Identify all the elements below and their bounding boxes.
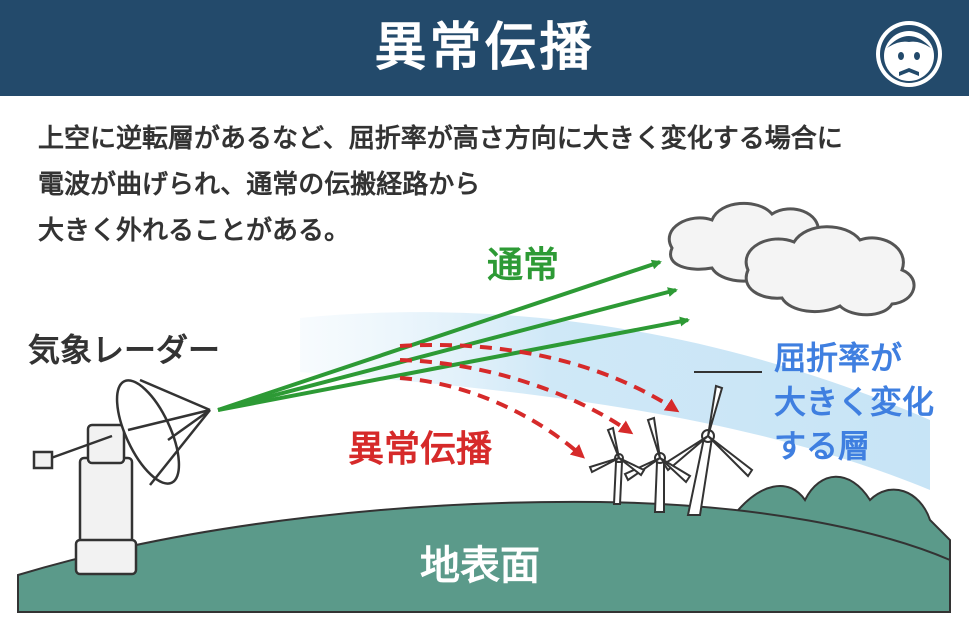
description-line: 大きく外れることがある。 — [38, 216, 351, 246]
anomalous-ray-arrow — [399, 376, 585, 459]
radar-label: 気象レーダー — [28, 331, 221, 369]
description-text: 上空に逆転層があるなど、屈折率が高さ方向に大きく変化する場合に 電波が曲げられ、… — [38, 116, 948, 254]
refraction-layer-label-line: 屈折率が — [774, 339, 903, 377]
ground-shape — [17, 500, 951, 613]
normal-ray-arrow — [217, 259, 662, 412]
normal-propagation-label: 通常 — [487, 245, 560, 286]
wind-turbine-shape — [588, 426, 646, 505]
normal-ray-arrow — [217, 316, 690, 412]
normal-ray-arrows — [217, 259, 690, 412]
refraction-layer-label: 屈折率が 大きく変化 する層 — [774, 336, 964, 468]
anomalous-ray-arrow — [399, 358, 634, 435]
description-line: 電波が曲げられ、通常の伝搬経路から — [38, 170, 481, 200]
anomalous-propagation-label: 異常伝播 — [348, 429, 493, 470]
radar-icon — [32, 378, 211, 576]
normal-ray-arrow — [217, 287, 678, 412]
wind-turbine-shape — [662, 384, 754, 516]
refraction-layer-band — [300, 312, 930, 490]
mascot-logo-icon — [876, 21, 942, 87]
refraction-layer-label-line: 大きく変化 — [774, 383, 935, 421]
cloud-shape — [667, 201, 916, 317]
page-title: 異常伝播 — [374, 18, 595, 78]
refraction-layer-label-line: する層 — [774, 427, 871, 465]
anomalous-ray-arrows — [399, 342, 680, 459]
ground-label: 地表面 — [420, 543, 540, 589]
anomalous-ray-arrow — [399, 342, 680, 413]
description-line: 上空に逆転層があるなど、屈折率が高さ方向に大きく変化する場合に — [38, 124, 843, 154]
header-bar — [0, 0, 969, 96]
